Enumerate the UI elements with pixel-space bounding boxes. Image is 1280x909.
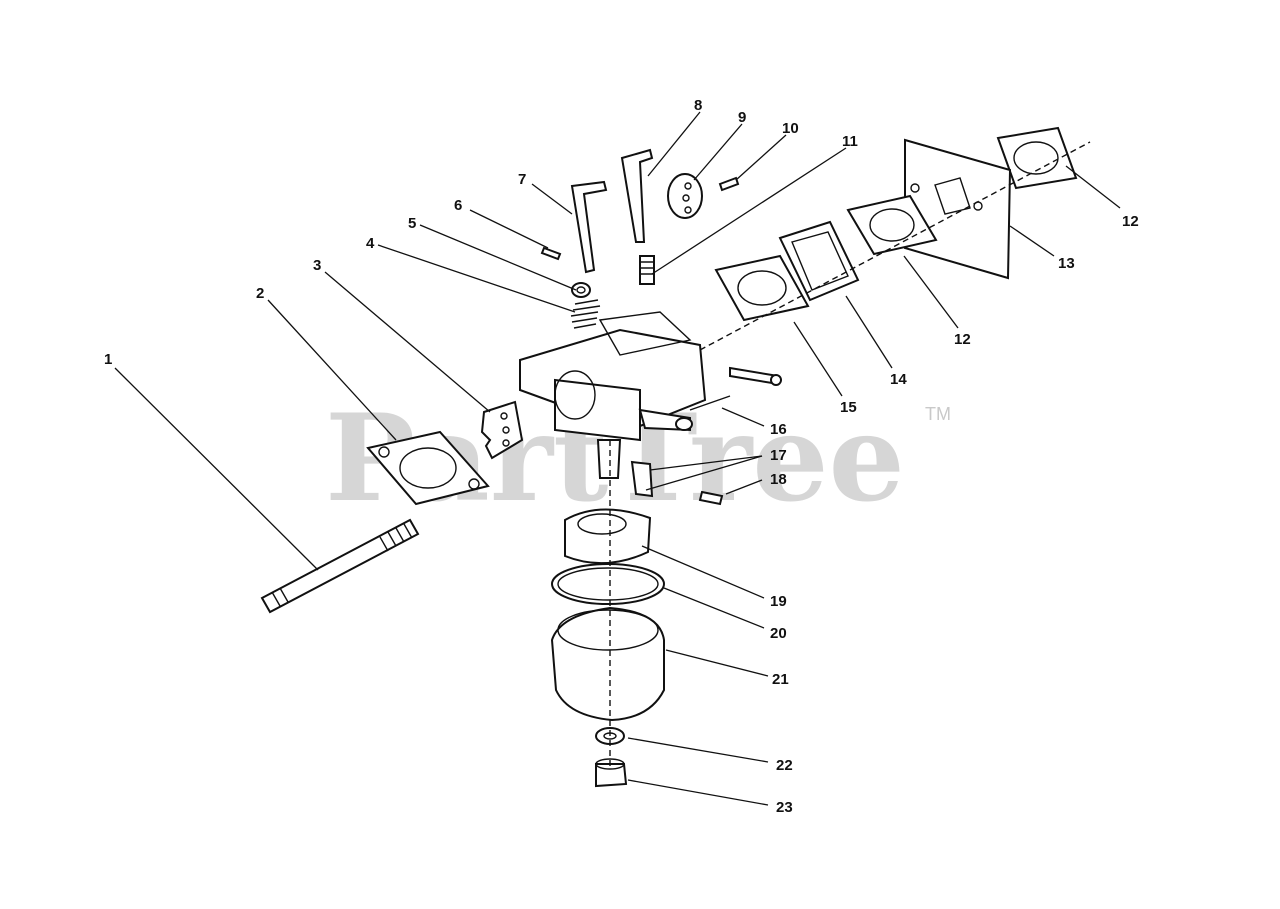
part-choke-shaft[interactable] <box>620 148 654 243</box>
callout-22: 22 <box>776 757 793 774</box>
callout-9: 9 <box>738 109 746 126</box>
callout-labels: 1 2 3 4 5 6 7 8 9 10 11 12 12 13 14 15 1… <box>104 97 1139 816</box>
callout-13: 13 <box>1058 255 1075 272</box>
callout-4: 4 <box>366 235 375 252</box>
callout-20: 20 <box>770 625 787 642</box>
part-nut[interactable] <box>595 758 628 788</box>
callout-7: 7 <box>518 171 526 188</box>
part-throttle-shaft[interactable] <box>570 180 608 274</box>
part-float[interactable] <box>564 508 652 565</box>
callout-12-mid: 12 <box>954 331 971 348</box>
callout-14: 14 <box>890 371 907 388</box>
part-base-gasket[interactable] <box>366 430 490 506</box>
callout-10: 10 <box>782 120 799 137</box>
part-stud[interactable] <box>260 518 420 614</box>
callout-2: 2 <box>256 285 264 302</box>
part-screw-6[interactable] <box>540 246 562 261</box>
part-throttle-shutter[interactable] <box>480 400 524 460</box>
callout-11: 11 <box>842 133 858 150</box>
callout-12-top: 12 <box>1122 213 1139 230</box>
part-float-bowl[interactable] <box>550 606 665 722</box>
axis-line <box>699 141 1091 351</box>
part-screw-10[interactable] <box>718 176 740 192</box>
callout-21: 21 <box>772 671 789 688</box>
callout-15: 15 <box>840 399 857 416</box>
part-gasket-mid[interactable] <box>846 194 938 256</box>
callout-23: 23 <box>776 799 793 816</box>
part-bracket[interactable] <box>630 460 654 498</box>
leader-lines <box>114 111 1121 806</box>
callout-18: 18 <box>770 471 787 488</box>
callout-3: 3 <box>313 257 321 274</box>
part-spring[interactable] <box>570 299 601 329</box>
part-pin[interactable] <box>689 395 731 411</box>
callout-1: 1 <box>104 351 112 368</box>
part-bowl-gasket[interactable] <box>551 563 665 605</box>
callout-16: 16 <box>770 421 787 438</box>
callout-5: 5 <box>408 215 416 232</box>
part-plate[interactable] <box>904 138 1012 280</box>
part-needle[interactable] <box>639 255 655 285</box>
part-screw-18[interactable] <box>698 490 724 506</box>
callout-8: 8 <box>694 97 702 114</box>
part-gasket-lower[interactable] <box>714 254 810 322</box>
callout-17: 17 <box>770 447 787 464</box>
part-choke-shutter[interactable] <box>667 173 703 219</box>
part-carburetor-body[interactable] <box>519 311 707 479</box>
callout-19: 19 <box>770 593 787 610</box>
watermark-tm: TM <box>925 404 951 424</box>
callout-6: 6 <box>454 197 462 214</box>
part-idle-screw[interactable] <box>729 366 782 386</box>
part-spacer[interactable] <box>778 220 860 302</box>
part-seal[interactable] <box>571 282 591 298</box>
